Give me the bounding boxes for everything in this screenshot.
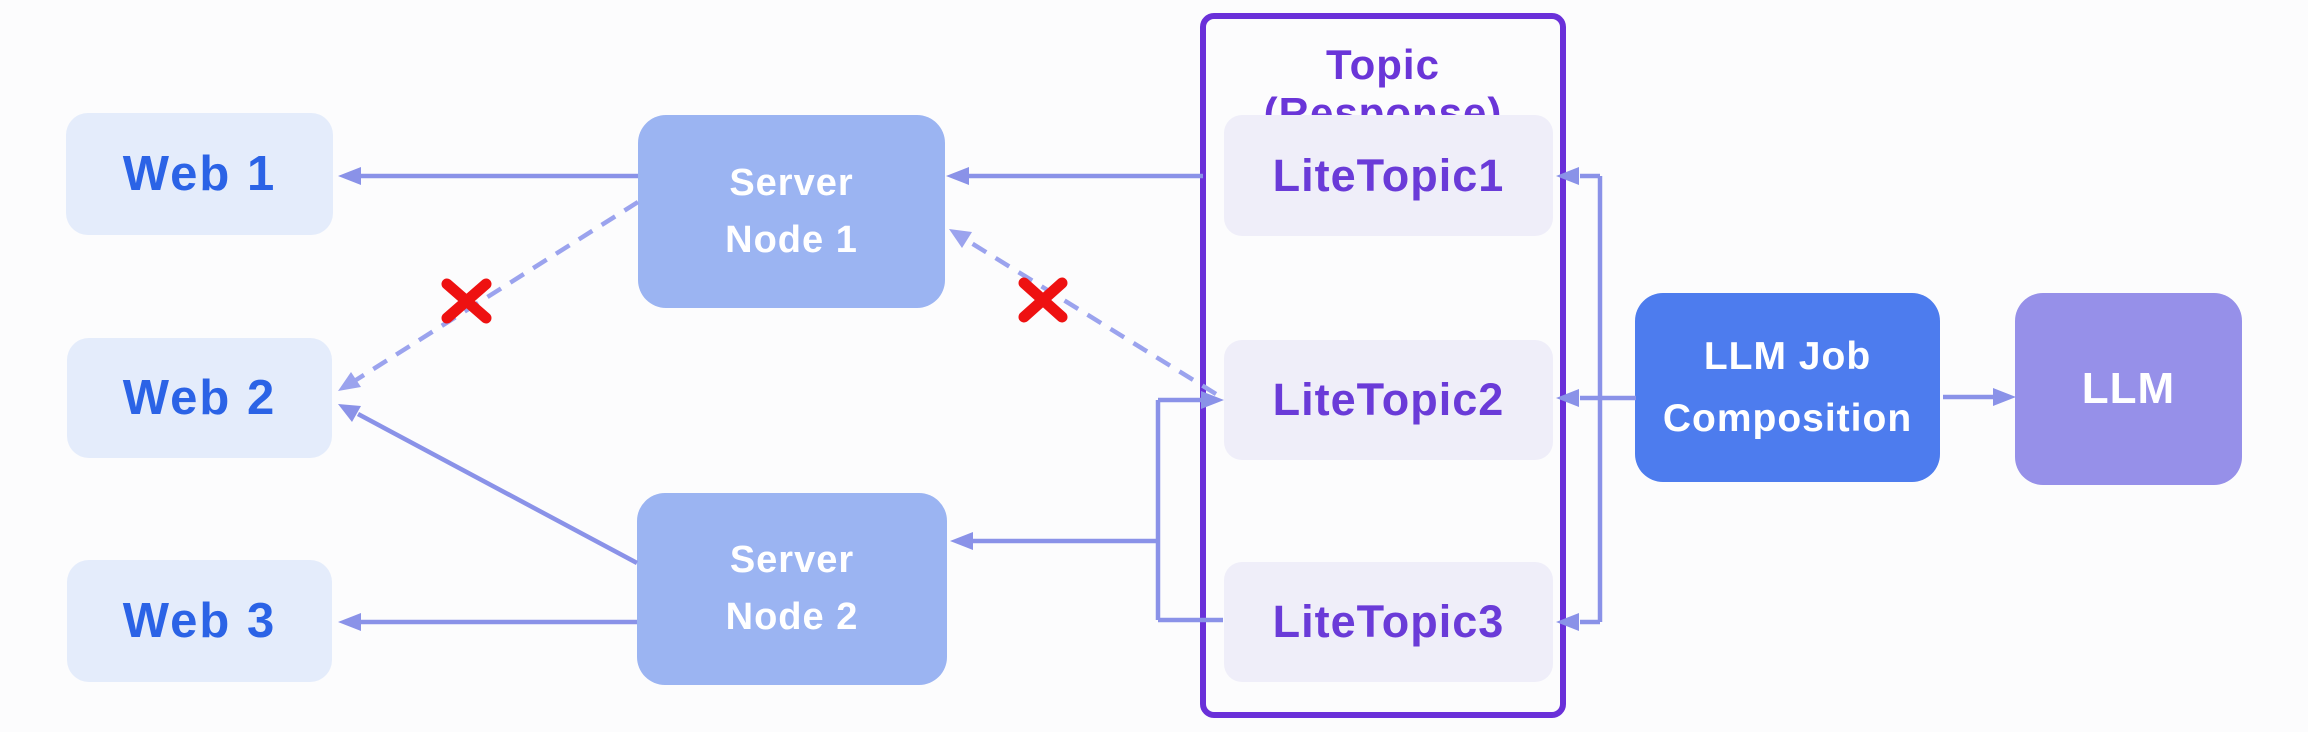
failure-cross-right <box>1018 277 1068 323</box>
web2-label: Web 2 <box>122 371 277 425</box>
llm-job-composition-node: LLM Job Composition <box>1635 293 1940 482</box>
server-node-2: Server Node 2 <box>637 493 947 685</box>
web3-node: Web 3 <box>67 560 332 682</box>
edge-litetopics-to-server2-bracket <box>950 391 1224 623</box>
web3-label: Web 3 <box>122 594 277 648</box>
lite-topic-1-label: LiteTopic1 <box>1272 149 1505 201</box>
server-node-1: Server Node 1 <box>638 115 945 308</box>
llm-job-composition-label-line2: Composition <box>1662 396 1913 440</box>
lite-topic-3-label: LiteTopic3 <box>1272 596 1505 647</box>
edge-server2-to-web2 <box>338 404 639 565</box>
lite-topic-1-node: LiteTopic1 <box>1224 115 1553 236</box>
failure-cross-left <box>441 278 492 324</box>
edge-litetopic1-to-server1 <box>946 167 1203 185</box>
edge-llmjob-to-litetopics <box>1556 167 1636 631</box>
edge-litetopic2-to-server1-dashed <box>949 229 1218 396</box>
web1-label: Web 1 <box>122 147 277 201</box>
lite-topic-2-node: LiteTopic2 <box>1224 340 1553 460</box>
edge-llmjob-to-llm <box>1943 388 2016 406</box>
llm-job-composition-label-line1: LLM Job <box>1703 334 1872 378</box>
edge-server2-to-web3 <box>338 613 637 631</box>
lite-topic-3-node: LiteTopic3 <box>1224 562 1553 682</box>
lite-topic-2-label: LiteTopic2 <box>1272 374 1505 425</box>
server-node-1-label-line1: Server <box>729 161 854 204</box>
llm-node: LLM <box>2015 293 2242 485</box>
web2-node: Web 2 <box>67 338 332 458</box>
llm-label: LLM <box>2081 364 2176 413</box>
edge-server1-to-web1 <box>338 167 638 185</box>
edge-server1-to-web2-dashed <box>338 200 640 391</box>
server-node-2-label-line1: Server <box>729 539 855 581</box>
server-node-2-label-line2: Node 2 <box>725 596 859 638</box>
server-node-1-label-line2: Node 1 <box>725 218 858 261</box>
web1-node: Web 1 <box>66 113 333 235</box>
